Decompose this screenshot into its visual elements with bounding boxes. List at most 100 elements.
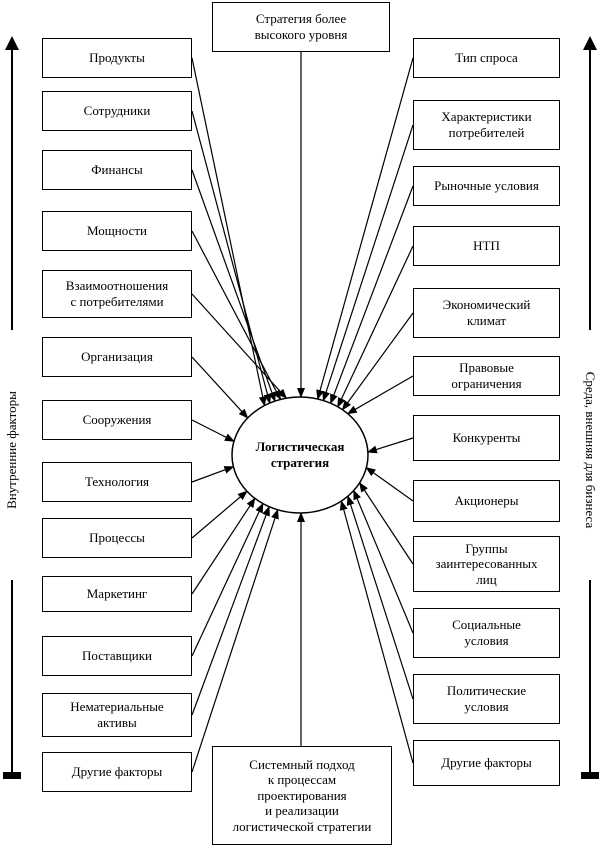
right-factor-label: Рыночные условия — [434, 178, 539, 194]
connector-left-8 — [191, 490, 248, 539]
connector-right-11 — [339, 500, 414, 764]
left-factor-label: Процессы — [89, 530, 145, 546]
left-factor-label: Другие факторы — [71, 764, 163, 780]
left-factor-organization: Организация — [42, 337, 192, 377]
right-factor-label-2: ограничения — [451, 376, 522, 391]
right-factor-label: Акционеры — [454, 493, 519, 509]
right-factor-label: Правовые — [459, 360, 514, 376]
system-approach-line2: к процессам — [267, 772, 337, 788]
connector-left-7 — [191, 466, 235, 483]
connector-right-10 — [346, 495, 414, 700]
right-factor-demand-type: Тип спроса — [413, 38, 560, 78]
left-factor-label: Технология — [84, 474, 150, 490]
system-approach-line3: проектирования — [257, 787, 347, 803]
left-factor-label: Организация — [81, 349, 153, 365]
right-factor-scientific-progress: НТП — [413, 226, 560, 266]
left-factor-label: Продукты — [89, 50, 145, 66]
left-factor-label: Сооружения — [82, 412, 152, 428]
connector-right-9 — [353, 489, 414, 634]
right-factor-label: Характеристики — [441, 109, 532, 125]
internal-factors-label: Внутренние факторы — [4, 391, 19, 509]
left-factor-processes: Процессы — [42, 518, 192, 558]
left-factor-technology: Технология — [42, 462, 192, 502]
right-factor-label: Экономический — [442, 297, 531, 313]
left-factor-label: Сотрудники — [83, 103, 151, 119]
right-factor-label-2: заинтересованных — [435, 556, 538, 572]
right-factor-label-2: потребителей — [448, 125, 525, 140]
right-factor-label-3: лиц — [476, 571, 497, 587]
connector-right-0 — [316, 57, 414, 400]
connector-right-4 — [341, 312, 414, 411]
right-factor-competitors: Конкуренты — [413, 415, 560, 461]
system-approach-line5: логистической стратегии — [232, 818, 372, 834]
right-factor-label: Социальные — [452, 617, 521, 633]
connector-right-5 — [346, 375, 414, 415]
left-factor-staff: Сотрудники — [42, 91, 192, 131]
connector-right-8 — [359, 482, 414, 565]
system-approach-line4: и реализации — [265, 803, 339, 819]
right-factor-label: Тип спроса — [455, 50, 518, 66]
right-factor-label: Конкуренты — [452, 430, 521, 446]
connector-left-12 — [191, 508, 279, 773]
connector-left-0 — [191, 57, 267, 407]
connector-right-6 — [366, 437, 414, 454]
right-factor-label: Другие факторы — [441, 755, 532, 771]
right-factor-label-2: условия — [464, 633, 509, 648]
left-factor-label: Финансы — [91, 162, 143, 178]
left-factor-label-2: с потребителями — [70, 294, 164, 309]
higher-strategy-line1: Стратегия более — [255, 11, 347, 27]
right-factor-other: Другие факторы — [413, 740, 560, 786]
connector-left-10 — [191, 502, 264, 657]
center-line1: Логистическая — [255, 438, 345, 454]
system-approach-line1: Системный подход — [249, 756, 355, 772]
connector-left-11 — [191, 505, 270, 716]
center-line2: стратегия — [270, 455, 330, 470]
connector-left-6 — [191, 419, 235, 442]
left-factor-products: Продукты — [42, 38, 192, 78]
external-environment-label: Среда, внешняя для бизнеса — [583, 371, 598, 529]
right-factor-label: Группы — [465, 540, 508, 556]
connector-left-1 — [191, 110, 272, 405]
left-factor-label: Поставщики — [82, 648, 152, 664]
left-factor-facilities: Сооружения — [42, 400, 192, 440]
left-factor-finance: Финансы — [42, 150, 192, 190]
connector-left-5 — [191, 356, 249, 419]
left-factor-other: Другие факторы — [42, 752, 192, 792]
center-ellipse — [231, 396, 369, 514]
left-factor-label: Взаимоотношения — [65, 278, 169, 294]
left-factor-label: Маркетинг — [86, 586, 148, 602]
connector-left-3 — [191, 230, 282, 401]
logistics-strategy-label: Логистическая стратегия — [232, 415, 368, 495]
higher-strategy-line2: высокого уровня — [254, 27, 348, 42]
connector-lines — [191, 52, 414, 773]
right-factor-label-2: климат — [466, 313, 506, 328]
left-factor-marketing: Маркетинг — [42, 576, 192, 612]
connector-right-1 — [322, 124, 414, 402]
left-factor-label-2: активы — [97, 715, 137, 730]
right-factor-label-2: условия — [464, 699, 509, 714]
left-side-arrow — [3, 36, 21, 779]
connector-right-7 — [365, 467, 414, 502]
left-factor-label: Мощности — [87, 223, 147, 239]
left-factor-capacity: Мощности — [42, 211, 192, 251]
higher-strategy-box: Стратегия более высокого уровня — [212, 2, 390, 52]
right-side-arrow — [581, 36, 599, 779]
connector-left-4 — [191, 293, 287, 399]
left-factor-suppliers: Поставщики — [42, 636, 192, 676]
right-factor-market-conditions: Рыночные условия — [413, 166, 560, 206]
system-approach-box: Системный подход к процессам проектирова… — [212, 746, 392, 845]
right-factor-label: Политические — [446, 683, 527, 699]
connector-right-2 — [330, 185, 414, 405]
left-factor-label: Нематериальные — [70, 699, 164, 715]
right-factor-shareholders: Акционеры — [413, 480, 560, 522]
connector-right-3 — [337, 245, 414, 408]
